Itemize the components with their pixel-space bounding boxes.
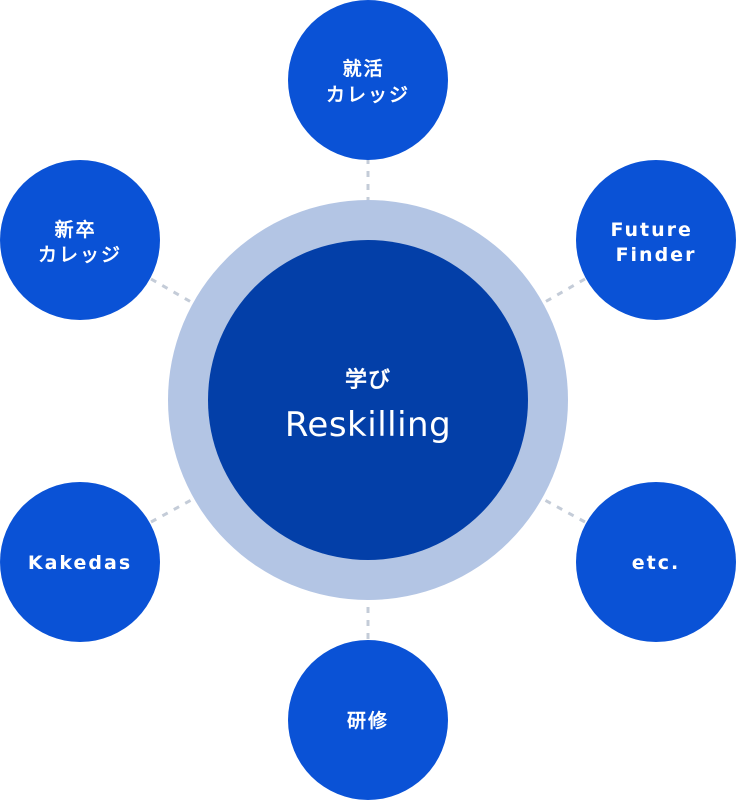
node-circle xyxy=(576,482,736,642)
connector-etc xyxy=(509,479,586,524)
node-label-line: カレッジ xyxy=(326,84,410,106)
node-shinsotsu-college: 新卒 カレッジ xyxy=(0,160,160,320)
node-etc: etc. xyxy=(576,482,736,642)
svg-text:Future Finder: Future Finder xyxy=(610,219,701,266)
center-label-en: Reskilling xyxy=(285,405,451,445)
center-inner-circle xyxy=(208,240,528,560)
svg-text:新卒 カレッジ: 新卒 カレッジ xyxy=(38,218,122,266)
node-label-line: 就活 xyxy=(343,57,385,80)
node-label-line: Finder xyxy=(616,244,697,266)
connector-kakedas xyxy=(150,479,227,524)
node-shukatsu-college: 就活 カレッジ xyxy=(288,0,448,160)
node-label-line: 研修 xyxy=(347,709,389,732)
node-circle xyxy=(0,482,160,642)
node-label-line: カレッジ xyxy=(38,244,122,266)
svg-text:etc.: etc. xyxy=(632,552,680,574)
node-label-line: 新卒 xyxy=(55,218,97,241)
connector-shinsotsu xyxy=(150,277,227,324)
node-circle xyxy=(288,0,448,160)
node-circle xyxy=(288,640,448,800)
node-kenshu: 研修 xyxy=(288,640,448,800)
center-hub: 学び Reskilling xyxy=(168,200,568,600)
node-label-line: Future xyxy=(610,219,692,241)
node-label-line: etc. xyxy=(632,552,680,574)
node-kakedas: Kakedas xyxy=(0,482,160,642)
connector-future-finder xyxy=(509,277,586,324)
node-future-finder: Future Finder xyxy=(576,160,736,320)
node-circle xyxy=(0,160,160,320)
center-label-jp: 学び xyxy=(345,367,391,393)
node-circle xyxy=(576,160,736,320)
svg-text:研修: 研修 xyxy=(347,709,389,732)
svg-text:Kakedas: Kakedas xyxy=(28,552,132,574)
svg-text:就活 カレッジ: 就活 カレッジ xyxy=(326,57,410,106)
node-label-line: Kakedas xyxy=(28,552,132,574)
